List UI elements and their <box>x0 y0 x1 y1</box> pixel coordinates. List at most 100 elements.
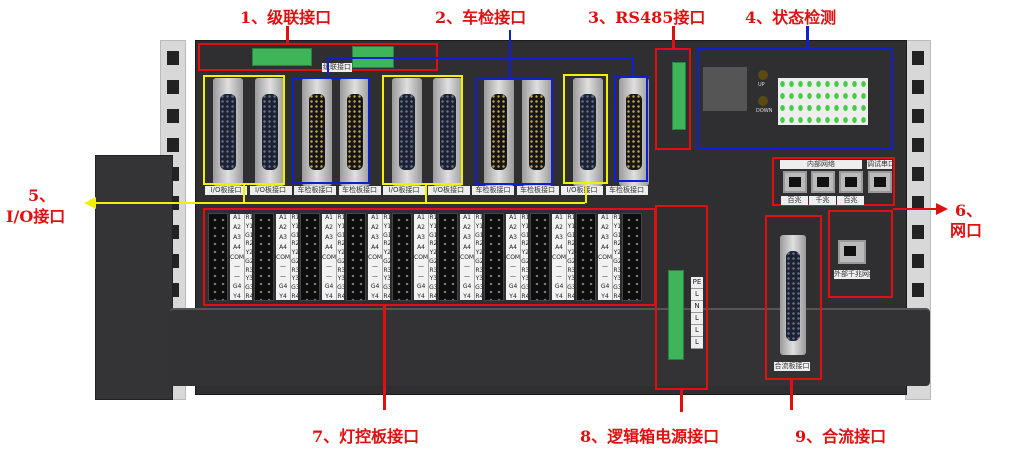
lamp-terminal[interactable] <box>530 213 550 301</box>
pin-label: A4 <box>371 243 379 251</box>
pin-label: COM <box>598 253 613 261</box>
pin-label: — <box>602 273 609 281</box>
vehicle-detector-connector[interactable] <box>340 78 370 186</box>
internal-port-1[interactable] <box>783 171 807 193</box>
pin-label: R4 <box>475 292 484 300</box>
pin-label: R2 <box>613 240 622 248</box>
pin-label: G2 <box>567 257 576 265</box>
rs485-terminal[interactable] <box>672 62 686 130</box>
pin-label: A2 <box>601 223 609 231</box>
internal-port-3[interactable] <box>839 171 863 193</box>
pin-label: R3 <box>245 266 254 274</box>
io-board-connector[interactable] <box>392 78 422 186</box>
annotation-7: 7、灯控板接口 <box>312 427 420 446</box>
vehicle-box-2 <box>475 78 553 185</box>
vehicle-detector-connector[interactable] <box>522 78 552 186</box>
pin-label: Y1 <box>475 222 484 230</box>
pin-label: G2 <box>613 257 622 265</box>
power-terminal[interactable] <box>668 270 684 360</box>
pin-label: Y4 <box>279 293 287 300</box>
annotation-9: 9、合流接口 <box>795 427 887 446</box>
vehicle-detector-connector[interactable] <box>619 78 649 186</box>
io-board-connector[interactable] <box>573 78 603 186</box>
pin-label: Y2 <box>337 249 346 257</box>
pin-label: Y2 <box>475 249 484 257</box>
pin-label: — <box>280 263 287 271</box>
status-led-panel <box>778 78 868 125</box>
rail-slot <box>912 283 924 297</box>
pin-label: A4 <box>233 243 241 251</box>
pin-label: — <box>326 263 333 271</box>
pin-label: COM <box>322 253 337 261</box>
down-button[interactable] <box>758 96 768 106</box>
pin-label: G3 <box>567 284 576 292</box>
pin-label: Y3 <box>429 275 438 283</box>
pin-label: — <box>602 263 609 271</box>
pin-label: Y1 <box>521 222 530 230</box>
pin-label: G1 <box>337 231 346 239</box>
vehicle-detector-connector[interactable] <box>484 78 514 186</box>
internal-network-label: 内部网络 <box>780 160 862 169</box>
annotation-5-text: I/O接口 <box>6 207 66 226</box>
io-drop-3 <box>585 184 587 203</box>
vehicle-link-drop-3 <box>632 57 634 75</box>
annotation-4: 4、状态检测 <box>745 8 837 27</box>
power-pin-label: L <box>691 289 703 301</box>
pin-label: A4 <box>279 243 287 251</box>
rail-slot <box>912 254 924 268</box>
pin-label: G4 <box>278 283 288 291</box>
pin-label: — <box>418 263 425 271</box>
pin-label: R4 <box>245 292 254 300</box>
pin-label: Y2 <box>613 249 622 257</box>
pin-label: Y1 <box>429 222 438 230</box>
lamp-terminal[interactable] <box>622 213 642 301</box>
internal-port-2[interactable] <box>811 171 835 193</box>
pin-label: Y4 <box>233 293 241 300</box>
cascade-terminal-block[interactable] <box>252 48 312 66</box>
pin-label: Y3 <box>613 275 622 283</box>
pin-label: R3 <box>567 266 576 274</box>
pin-label: G3 <box>337 284 346 292</box>
merge-label: 合流板接口 <box>774 362 810 371</box>
debug-serial-port[interactable] <box>868 171 892 193</box>
external-gigabit-port[interactable] <box>838 240 866 264</box>
pin-label: A3 <box>463 233 471 241</box>
pin-label: Y2 <box>521 249 530 257</box>
connector-label: 车检板接口 <box>338 186 381 195</box>
external-network-box <box>828 210 893 298</box>
pin-label: Y3 <box>567 275 576 283</box>
vehicle-link-line <box>327 57 634 59</box>
net-arrow-head <box>936 203 948 215</box>
pin-label: G3 <box>613 284 622 292</box>
lamp-terminal[interactable] <box>576 213 596 301</box>
pin-label: — <box>556 273 563 281</box>
up-button[interactable] <box>758 70 768 80</box>
lamp-terminal[interactable] <box>392 213 412 301</box>
arrow-8 <box>680 390 683 412</box>
pin-label: R2 <box>337 240 346 248</box>
lamp-terminal[interactable] <box>484 213 504 301</box>
merge-connector[interactable] <box>780 235 806 355</box>
io-board-connector[interactable] <box>433 78 463 186</box>
lamp-terminal[interactable] <box>300 213 320 301</box>
vehicle-detector-connector[interactable] <box>302 78 332 186</box>
lamp-terminal[interactable] <box>346 213 366 301</box>
net-arrow-line <box>893 208 938 210</box>
annotation-8: 8、逻辑箱电源接口 <box>580 427 720 446</box>
io-board-connector[interactable] <box>213 78 243 186</box>
pin-label: A1 <box>463 214 471 221</box>
side-bracket <box>95 155 173 400</box>
external-network-label: 外部千兆网络 <box>834 270 870 279</box>
merge-box <box>765 215 822 380</box>
pin-label: Y2 <box>245 249 254 257</box>
lamp-terminal[interactable] <box>254 213 274 301</box>
lamp-terminal[interactable] <box>208 213 228 301</box>
annotation-2: 2、车检接口 <box>435 8 527 27</box>
io-board-connector[interactable] <box>255 78 285 186</box>
lamp-terminal[interactable] <box>438 213 458 301</box>
pin-label: A1 <box>601 214 609 221</box>
pin-label: G2 <box>521 257 530 265</box>
